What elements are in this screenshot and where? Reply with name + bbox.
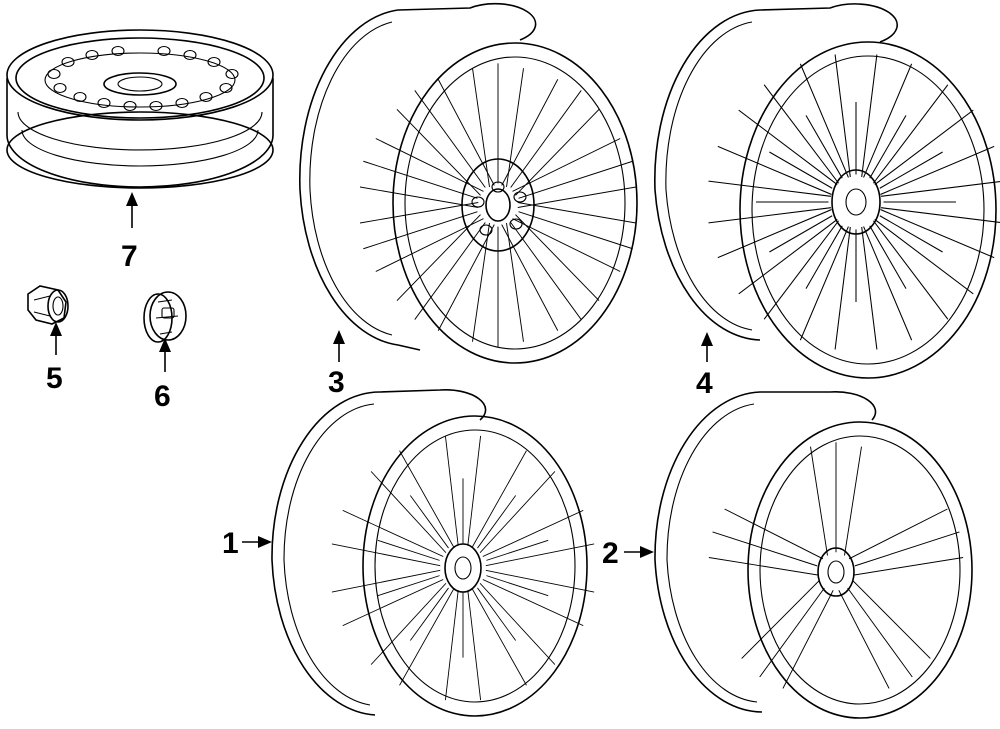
callout-3: 3 (328, 366, 345, 399)
leader-1 (242, 536, 272, 548)
callout-5: 5 (46, 362, 63, 395)
leader-2 (624, 546, 654, 558)
alloy-wheel-2 (654, 391, 973, 719)
leader-4 (701, 332, 713, 362)
callout-7: 7 (121, 240, 138, 273)
steel-spare-wheel (6, 29, 274, 189)
leader-7 (126, 192, 138, 228)
lug-nut (27, 285, 69, 325)
leader-6 (159, 338, 171, 372)
leader-3 (333, 330, 345, 362)
callout-1: 1 (222, 527, 239, 560)
center-cap (143, 291, 187, 343)
leader-5 (50, 322, 62, 355)
alloy-wheel-1 (271, 389, 595, 717)
alloy-wheel-3 (298, 2, 642, 364)
alloy-wheel-4 (654, 3, 1000, 379)
callout-4: 4 (696, 367, 713, 400)
callout-6: 6 (154, 380, 171, 413)
callout-2: 2 (602, 537, 619, 570)
